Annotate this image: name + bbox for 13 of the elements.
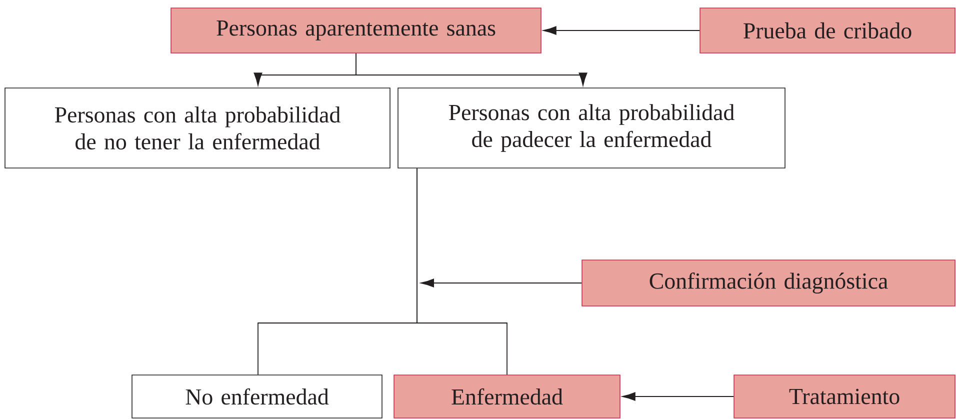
highlighted-box: Confirmación diagnóstica <box>582 260 956 306</box>
highlighted-box: Personas aparentemente sanas <box>170 8 542 54</box>
process-box: No enfermedad <box>132 374 382 418</box>
arrow <box>622 392 734 401</box>
arrow <box>356 52 588 86</box>
highlighted-box: Tratamiento <box>734 374 956 418</box>
arrow <box>420 278 582 288</box>
highlighted-box: Enfermedad <box>394 374 620 418</box>
arrow <box>543 26 700 35</box>
process-box: Personas con alta probabilidad de padecer la enfermedad <box>398 88 786 168</box>
process-box: Personas con alta probabilidad de no tener la enfermedad <box>4 88 390 168</box>
highlighted-box: Prueba de cribado <box>700 8 956 54</box>
connector-line <box>416 168 508 376</box>
